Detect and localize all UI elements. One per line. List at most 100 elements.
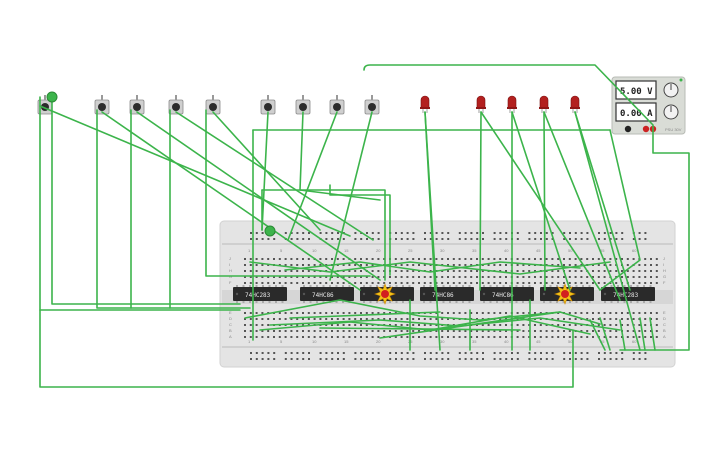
jumper-wire[interactable] <box>289 311 441 319</box>
power-supply[interactable]: 5.00 V 0.00 A PSU 30V <box>611 76 686 135</box>
terminal-hole <box>400 264 403 266</box>
pushbutton[interactable] <box>329 95 345 115</box>
rail-hole <box>511 352 513 354</box>
chip-label: 74HC283 <box>245 292 271 299</box>
ic-chip[interactable]: 74HC283 <box>601 285 655 303</box>
jumper-wire[interactable] <box>244 299 601 325</box>
pushbutton[interactable] <box>205 95 221 115</box>
pushbutton[interactable] <box>129 95 145 115</box>
ic-chip[interactable]: 74HC86 <box>480 285 534 303</box>
jumper-wire[interactable] <box>599 317 611 351</box>
terminal-hole <box>284 282 287 284</box>
terminal-hole <box>307 282 310 284</box>
jumper-wire[interactable] <box>639 317 646 351</box>
terminal-hole <box>499 276 502 278</box>
terminal-hole <box>441 318 444 320</box>
jumper-wire[interactable] <box>212 111 321 231</box>
led[interactable] <box>476 95 486 113</box>
jumper-wire[interactable] <box>424 111 441 351</box>
led[interactable] <box>570 95 580 113</box>
jumper-wire[interactable] <box>96 109 251 309</box>
terminal-hole <box>505 264 507 266</box>
jumper-wire[interactable] <box>619 319 626 351</box>
ic-chip[interactable] <box>540 283 594 305</box>
wire-endpoint-handle[interactable] <box>264 225 276 237</box>
jumper-wire[interactable] <box>136 111 381 281</box>
terminal-hole <box>626 318 629 320</box>
led[interactable] <box>539 95 549 113</box>
ground-terminal[interactable] <box>624 125 632 133</box>
pushbutton[interactable] <box>364 95 380 115</box>
terminal-hole <box>476 276 478 278</box>
terminal-hole <box>261 336 264 338</box>
terminal-hole <box>655 282 658 284</box>
jumper-wire[interactable] <box>284 261 581 273</box>
rail-hole <box>545 238 548 240</box>
jumper-wire[interactable] <box>574 111 631 291</box>
terminal-hole <box>354 330 357 332</box>
terminal-hole <box>609 264 612 266</box>
rail-hole <box>563 358 566 360</box>
rail-hole <box>516 238 519 240</box>
terminal-hole <box>284 318 287 320</box>
jumper-wire[interactable] <box>261 111 269 231</box>
jumper-wire[interactable] <box>479 111 482 291</box>
jumper-wire[interactable] <box>511 111 571 291</box>
terminal-hole <box>261 324 264 326</box>
terminal-hole <box>568 312 571 314</box>
terminal-hole <box>342 330 345 332</box>
jumper-wire[interactable] <box>205 109 371 277</box>
jumper-wire[interactable] <box>589 319 606 351</box>
pushbutton[interactable] <box>260 95 276 115</box>
leds[interactable] <box>420 95 580 113</box>
jumper-wire[interactable] <box>319 327 521 331</box>
terminal-hole <box>325 336 328 338</box>
jumper-wire[interactable] <box>599 129 641 291</box>
terminal-hole <box>261 270 264 272</box>
ic-chip[interactable]: 74HC283 <box>233 285 287 303</box>
jumper-wire[interactable] <box>299 111 304 191</box>
jumper-wire[interactable] <box>287 111 338 241</box>
jumper-wire[interactable] <box>39 105 351 237</box>
led[interactable] <box>420 95 430 113</box>
ic-chips[interactable]: 74HC283 74HC86 74HC86 74HC86 74HC283 <box>233 283 655 305</box>
pushbutton[interactable] <box>94 95 110 115</box>
jumper-wire[interactable] <box>175 111 374 241</box>
jumper-wire[interactable] <box>543 111 546 291</box>
pushbutton[interactable] <box>295 95 311 115</box>
ic-chip[interactable]: 74HC86 <box>420 285 474 303</box>
pushbuttons[interactable] <box>37 95 380 115</box>
terminal-hole <box>603 336 606 338</box>
led[interactable] <box>507 95 517 113</box>
terminal-hole <box>655 276 658 278</box>
jumper-wire[interactable] <box>329 184 391 276</box>
jumper-wire[interactable] <box>574 111 641 351</box>
terminal-hole <box>580 276 583 278</box>
terminal-hole <box>557 330 560 332</box>
terminal-hole <box>267 318 270 320</box>
jumper-wire[interactable] <box>51 96 241 305</box>
pushbutton-cap-icon <box>264 103 272 111</box>
ic-chip[interactable] <box>360 283 414 305</box>
terminal-hole <box>597 312 600 314</box>
terminal-hole <box>307 336 310 338</box>
jumper-wire[interactable] <box>649 317 656 351</box>
wires[interactable] <box>39 64 690 388</box>
ic-chip[interactable]: 74HC86 <box>300 285 354 303</box>
jumper-wire[interactable] <box>543 111 621 301</box>
jumper-wire[interactable] <box>249 261 611 275</box>
jumper-wire[interactable] <box>101 111 361 291</box>
negative-terminal[interactable] <box>642 125 650 133</box>
jumper-wire[interactable] <box>363 64 690 351</box>
rail-hole <box>325 352 328 354</box>
terminal-hole <box>400 276 403 278</box>
terminal-hole <box>516 282 519 284</box>
rail-hole <box>569 238 571 240</box>
row-letter-label: B <box>663 328 666 333</box>
rail-hole <box>528 352 531 354</box>
jumper-wire[interactable] <box>39 96 574 388</box>
pushbutton[interactable] <box>168 95 184 115</box>
terminal-hole <box>331 330 333 332</box>
wire-endpoint-handle[interactable] <box>46 91 58 103</box>
